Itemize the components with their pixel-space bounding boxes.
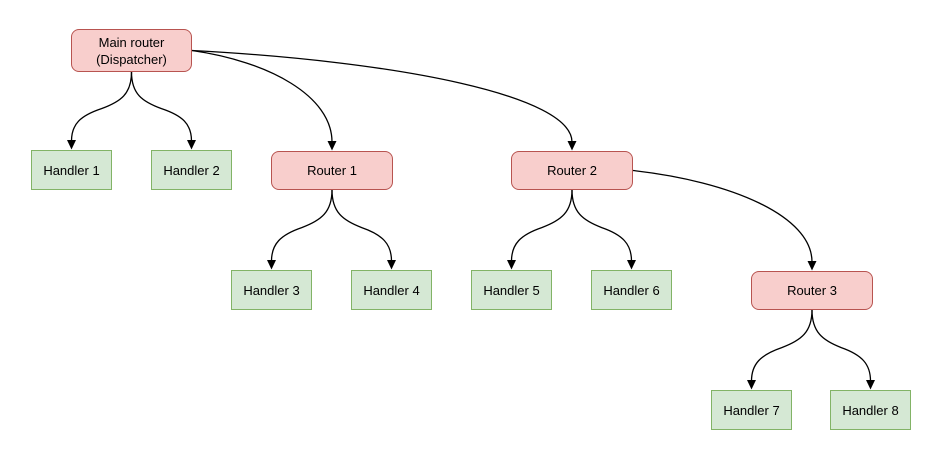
node-handler-6: Handler 6 xyxy=(591,270,672,310)
node-router-1: Router 1 xyxy=(271,151,393,190)
node-label: Handler 6 xyxy=(603,282,660,298)
edge-line xyxy=(750,309,813,382)
node-handler-8: Handler 8 xyxy=(830,390,911,430)
node-handler-5: Handler 5 xyxy=(471,270,552,310)
arrowhead-icon xyxy=(567,141,577,151)
edge-line xyxy=(632,169,813,263)
edge-router-3-to-handler-8 xyxy=(811,309,875,390)
arrowhead-icon xyxy=(807,261,817,271)
node-label: Handler 3 xyxy=(243,282,300,298)
arrowhead-icon xyxy=(747,380,756,390)
edge-router-3-to-handler-7 xyxy=(747,309,813,390)
edge-router-1-to-handler-4 xyxy=(331,189,396,270)
arrowhead-icon xyxy=(866,380,875,390)
edge-main-router-to-handler-2 xyxy=(130,71,196,150)
node-handler-3: Handler 3 xyxy=(231,270,312,310)
edge-router-2-to-handler-5 xyxy=(507,189,573,270)
edge-router-2-to-handler-6 xyxy=(571,189,636,270)
node-label: Handler 4 xyxy=(363,282,420,298)
node-handler-7: Handler 7 xyxy=(711,390,792,430)
node-label: Handler 7 xyxy=(723,402,780,418)
arrowhead-icon xyxy=(507,260,516,270)
node-handler-1: Handler 1 xyxy=(31,150,112,190)
edge-main-router-to-handler-1 xyxy=(67,71,133,150)
edge-line xyxy=(331,189,393,262)
node-label: Handler 2 xyxy=(163,162,220,178)
edge-line xyxy=(270,189,333,262)
edge-router-2-to-router-3 xyxy=(632,169,817,271)
node-handler-4: Handler 4 xyxy=(351,270,432,310)
arrowhead-icon xyxy=(387,260,396,270)
arrowhead-icon xyxy=(327,141,337,151)
edge-line xyxy=(571,189,633,262)
edge-main-router-to-router-1 xyxy=(191,49,337,151)
arrowhead-icon xyxy=(627,260,636,270)
edge-router-1-to-handler-3 xyxy=(267,189,333,270)
node-label: Router 3 xyxy=(787,283,837,298)
node-label: Handler 8 xyxy=(842,402,899,418)
node-router-3: Router 3 xyxy=(751,271,873,310)
node-router-2: Router 2 xyxy=(511,151,633,190)
node-label: Handler 5 xyxy=(483,282,540,298)
arrowhead-icon xyxy=(67,140,76,150)
node-label: Router 1 xyxy=(307,163,357,178)
node-label: Main router (Dispatcher) xyxy=(96,34,167,67)
node-main-router: Main router (Dispatcher) xyxy=(71,29,192,72)
edge-line xyxy=(811,309,872,382)
edge-line xyxy=(191,49,333,143)
node-label: Handler 1 xyxy=(43,162,100,178)
node-handler-2: Handler 2 xyxy=(151,150,232,190)
edge-line xyxy=(130,71,193,142)
edge-main-router-to-router-2 xyxy=(191,49,577,151)
arrowhead-icon xyxy=(267,260,276,270)
arrowhead-icon xyxy=(187,140,196,150)
node-label: Router 2 xyxy=(547,163,597,178)
edge-line xyxy=(70,71,133,142)
edge-line xyxy=(191,49,573,143)
edge-line xyxy=(510,189,573,262)
